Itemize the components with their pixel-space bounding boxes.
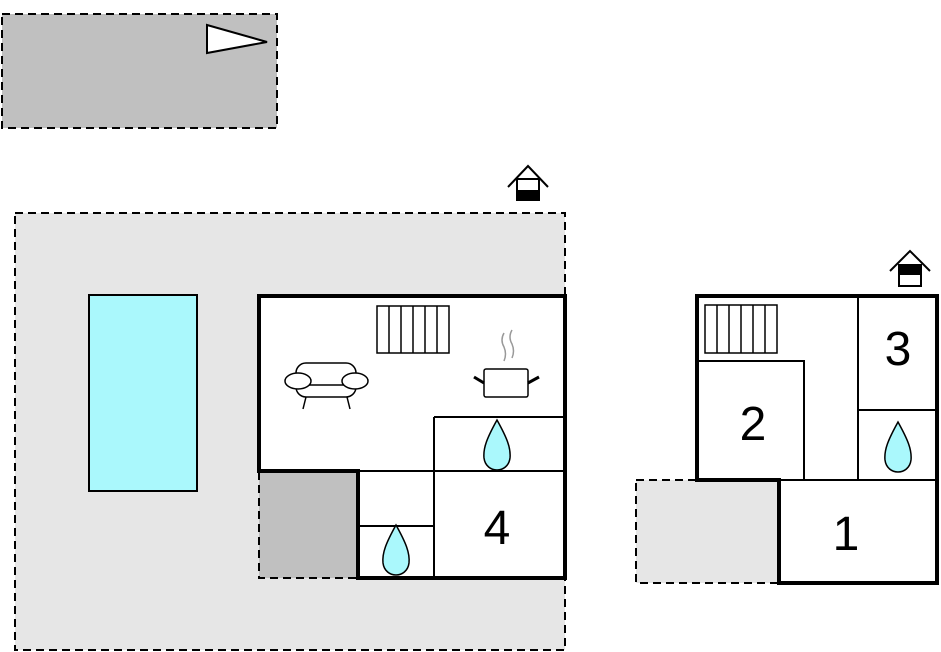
room-number-2: 2 (740, 398, 767, 451)
sofa-icon (284, 362, 369, 410)
water-drop-icon (483, 418, 511, 471)
terrace-right (635, 479, 780, 584)
building-right: 1 2 3 (695, 294, 939, 585)
covered-area (258, 470, 359, 579)
parking-area-top (1, 13, 278, 129)
water-drop-icon (382, 523, 410, 576)
house-entrance-icon (507, 164, 549, 201)
water-drop-icon (884, 420, 912, 473)
compass-pointer-icon (206, 23, 268, 55)
radiator-icon (704, 304, 778, 354)
swimming-pool (88, 294, 198, 492)
room-number-4: 4 (484, 502, 511, 555)
house-entrance-icon (889, 249, 931, 287)
room-number-3: 3 (885, 323, 912, 376)
cooking-pot-icon (473, 329, 540, 398)
room-number-1: 1 (833, 508, 860, 561)
radiator-icon (376, 305, 450, 354)
building-left: 4 (257, 294, 567, 580)
